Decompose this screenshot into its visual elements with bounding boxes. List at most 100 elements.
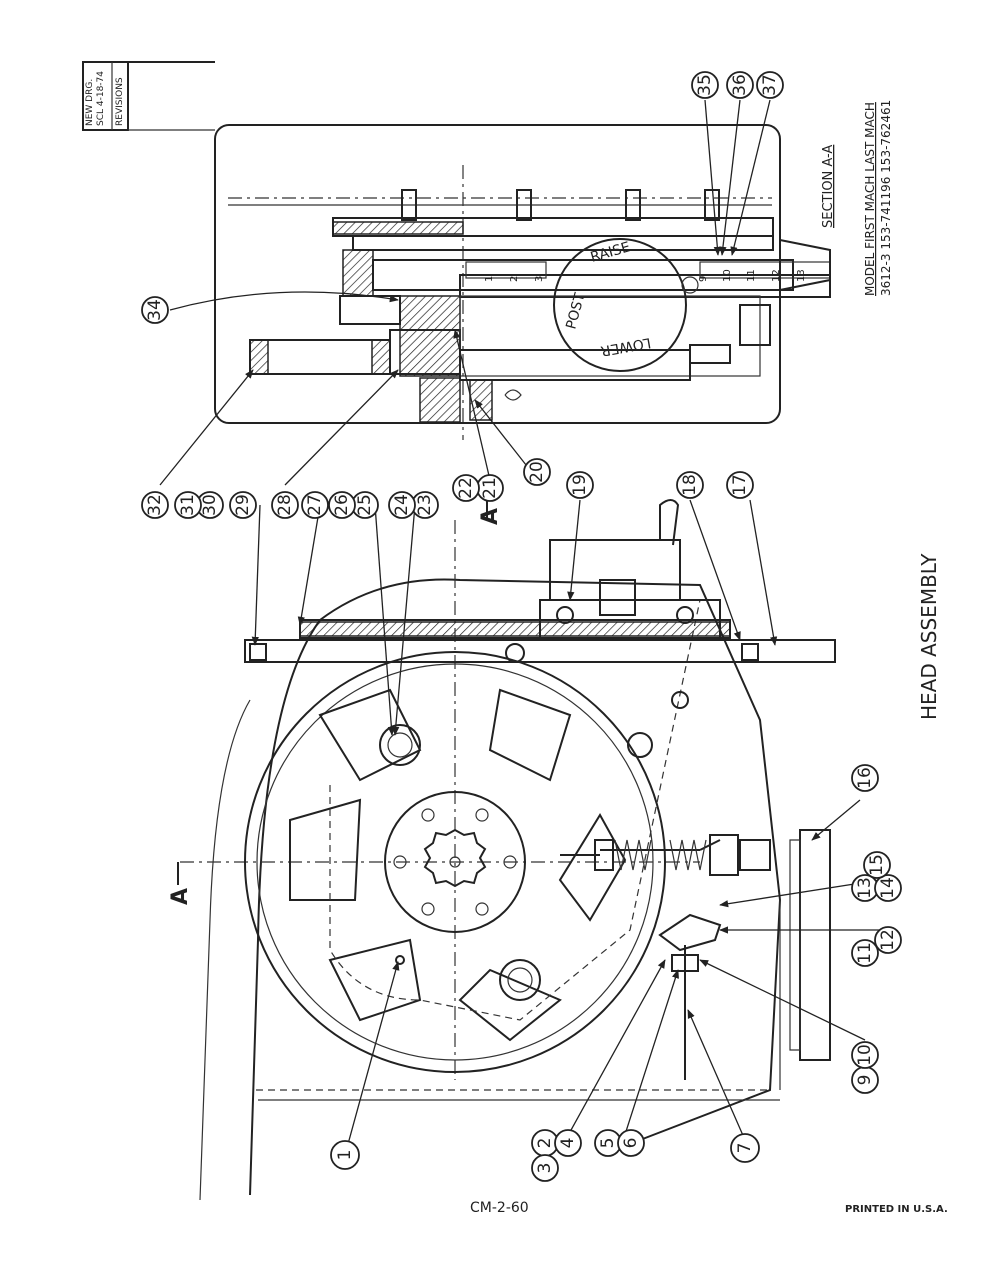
callout-5: 5 [594,1129,622,1157]
svg-text:19: 19 [570,474,590,496]
svg-text:24: 24 [392,494,412,516]
callout-1: 1 [330,1140,360,1170]
model-table-header: MODEL FIRST MACH LAST MACH [863,102,877,296]
svg-text:26: 26 [332,494,352,516]
model-table: MODEL FIRST MACH LAST MACH 3612-3 153-74… [863,100,893,296]
top-bolts [401,189,720,221]
callout-11: 11 [851,939,879,967]
svg-text:25: 25 [355,494,375,516]
callout-4: 4 [554,1129,582,1157]
section-marker-left: A [168,888,193,905]
svg-text:2: 2 [535,1138,555,1149]
callout-18: 18 [676,471,704,499]
section-marker-right: A [478,508,503,525]
svg-text:22: 22 [456,477,476,499]
callout-16: 16 [851,764,879,792]
svg-text:37: 37 [760,74,780,96]
svg-text:23: 23 [415,494,435,516]
callout-35: 35 [691,71,719,99]
callout-31: 31 [174,491,202,519]
scale-tick-11: 11 [746,269,757,282]
svg-text:34: 34 [145,299,165,321]
callout-22: 22 [452,474,480,502]
svg-text:28: 28 [275,494,295,516]
svg-text:11: 11 [855,942,875,964]
model-table-row: 3612-3 153-741196 153-762461 [879,100,893,296]
callout-9: 9 [851,1066,879,1094]
callout-30: 30 [196,491,224,519]
scale-tick-12: 12 [771,269,782,282]
callout-3: 3 [531,1154,559,1182]
scale-tick-13: 13 [796,269,807,282]
scale-tick-3: 3 [534,276,545,282]
section-a-a-label: SECTION A-A [821,145,836,228]
callout-10: 10 [851,1041,879,1069]
callout-13: 13 [851,874,879,902]
callout-14: 14 [874,874,902,902]
callout-25: 25 [351,491,379,519]
scale-tick-2: 2 [509,276,520,282]
svg-text:10: 10 [855,1044,875,1066]
revision-scl-date: SCL 4-18-74 [96,71,106,126]
callout-19: 19 [566,471,594,499]
svg-text:21: 21 [480,477,500,499]
svg-text:15: 15 [867,854,887,876]
callout-2: 2 [531,1129,559,1157]
revision-new-drg: NEW DRG. [85,79,95,126]
callout-29: 29 [229,491,257,519]
tension-spring [560,834,771,876]
callout-28: 28 [271,491,299,519]
callout-37: 37 [756,71,784,99]
callout-26: 26 [328,491,356,519]
callout-20: 20 [523,458,551,486]
svg-text:9: 9 [855,1075,875,1086]
svg-text:6: 6 [621,1138,641,1149]
svg-text:4: 4 [558,1138,578,1149]
callout-17: 17 [726,471,754,499]
svg-text:5: 5 [598,1138,618,1149]
callout-34: 34 [141,296,169,324]
svg-text:12: 12 [878,929,898,951]
svg-text:35: 35 [695,74,715,96]
svg-text:31: 31 [178,494,198,516]
callout-12: 12 [874,926,902,954]
svg-text:30: 30 [200,494,220,516]
svg-text:36: 36 [730,74,750,96]
svg-text:32: 32 [145,494,165,516]
scale-tick-9: 9 [698,276,709,282]
svg-text:18: 18 [680,474,700,496]
svg-text:16: 16 [855,767,875,789]
callout-15: 15 [863,851,891,879]
section-a-a-view: 1 2 3 9 10 11 12 13 RAISE POST LOWER SEC… [214,100,893,440]
callout-32: 32 [141,491,169,519]
svg-text:29: 29 [233,494,253,516]
callout-6: 6 [617,1129,645,1157]
callout-36: 36 [726,71,754,99]
svg-text:1: 1 [335,1150,355,1161]
scale-tick-10: 10 [722,269,733,282]
callout-27: 27 [301,491,329,519]
main-view: A A [168,499,836,1201]
revision-block: NEW DRG. SCL 4-18-74 REVISIONS [82,61,215,131]
leader-lines [159,99,881,1156]
assembly-title: HEAD ASSEMBLY [917,553,941,720]
callout-21: 21 [476,474,504,502]
svg-text:3: 3 [535,1163,555,1174]
raise-lower-dial: RAISE POST LOWER [553,238,699,372]
callout-7: 7 [730,1133,760,1163]
svg-text:14: 14 [878,877,898,899]
svg-text:17: 17 [730,474,750,496]
revision-label: REVISIONS [115,77,125,126]
svg-text:20: 20 [527,461,547,483]
printed-label: PRINTED IN U.S.A. [845,1204,948,1215]
dial-lower: LOWER [599,334,652,359]
svg-text:27: 27 [305,494,325,516]
blade-guide-post [244,499,836,758]
page-code: CM-2-60 [470,1200,529,1216]
svg-text:7: 7 [735,1143,755,1154]
callout-24: 24 [388,491,416,519]
band-wheel [244,651,666,1073]
scale-tick-1: 1 [484,276,495,282]
svg-text:13: 13 [855,877,875,899]
